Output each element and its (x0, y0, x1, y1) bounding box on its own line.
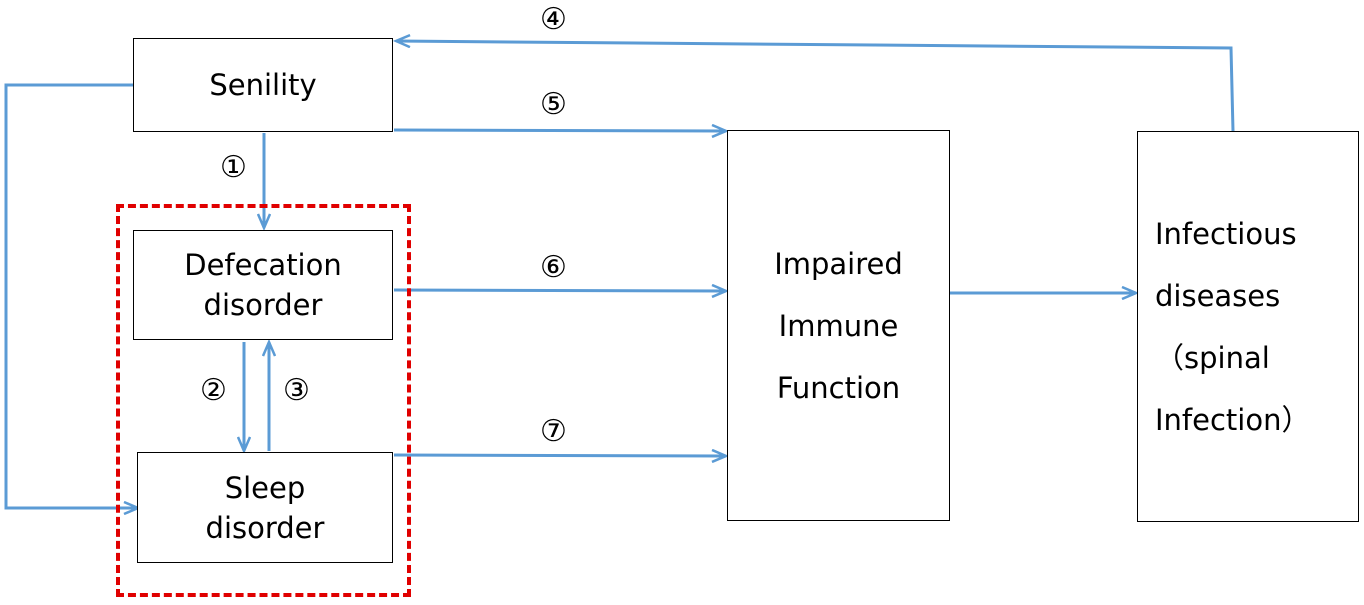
sleep-disorder-label: Sleep disorder (205, 470, 325, 545)
arrow-defecation-to-immune (393, 290, 726, 291)
arrow-senility-to-sleep (4, 83, 138, 508)
impaired-immune-function-box: Impaired Immune Function (727, 130, 950, 521)
defecation-disorder-box: Defecation disorder (133, 230, 393, 340)
impaired-immune-function-label: Impaired Immune Function (774, 246, 903, 405)
senility-label: Senility (209, 68, 317, 102)
infectious-diseases-box: Infectious diseases （spinal Infection） (1137, 131, 1359, 522)
sleep-disorder-box: Sleep disorder (137, 452, 393, 563)
path-label-5: ⑤ (540, 87, 567, 122)
path-label-2: ② (200, 373, 227, 408)
path-label-4: ④ (540, 2, 567, 37)
arrow-sleep-to-immune (393, 455, 726, 456)
path-label-7: ⑦ (540, 414, 567, 449)
highlight-dashed-frame (116, 204, 411, 597)
path-label-6: ⑥ (540, 250, 567, 285)
arrow-infectious-to-senility (396, 41, 1235, 132)
arrow-senility-to-immune (393, 130, 726, 131)
senility-box: Senility (133, 38, 393, 132)
defecation-disorder-label: Defecation disorder (184, 248, 342, 322)
infectious-diseases-label: Infectious diseases （spinal Infection） (1155, 216, 1311, 437)
path-label-1: ① (220, 150, 247, 185)
path-label-3: ③ (283, 373, 310, 408)
